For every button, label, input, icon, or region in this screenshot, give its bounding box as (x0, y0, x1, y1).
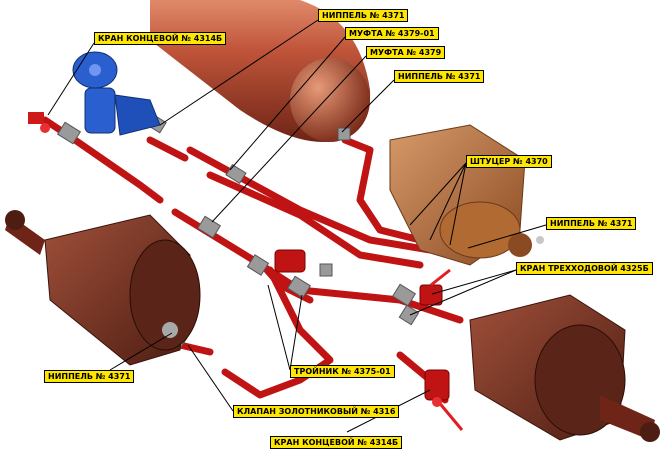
label-kran-3way: КРАН ТРЕХХОДОВОЙ 4325Б (516, 262, 653, 275)
three-way-valve (419, 268, 451, 306)
label-mufta-4379: МУФТА № 4379 (366, 46, 446, 59)
label-klapan: КЛАПАН ЗОЛОТНИКОВЫЙ № 4316 (233, 405, 400, 418)
end-valve-top (72, 51, 161, 136)
end-valve-bottom (424, 369, 464, 431)
brake-cylinder-left (5, 210, 201, 366)
label-kran-end-bottom: КРАН КОНЦЕВОЙ № 4314Б (270, 436, 403, 449)
end-valve-handle-top (28, 112, 50, 133)
brake-cylinder-right (469, 294, 660, 442)
label-nippel-reservoir: НИППЕЛЬ № 4371 (394, 70, 485, 83)
label-shtutser: ШТУЦЕР № 4370 (466, 155, 552, 168)
label-nippel-right: НИППЕЛЬ № 4371 (546, 217, 637, 230)
label-troynik: ТРОЙНИК № 4375-01 (290, 365, 395, 378)
label-mufta-4379-01: МУФТА № 4379-01 (345, 27, 439, 40)
label-nippel-left: НИППЕЛЬ № 4371 (44, 370, 135, 383)
label-kran-end-top: КРАН КОНЦЕВОЙ № 4314Б (94, 32, 227, 45)
label-nippel-top: НИППЕЛЬ № 4371 (318, 9, 409, 22)
tee-4375 (274, 249, 306, 273)
